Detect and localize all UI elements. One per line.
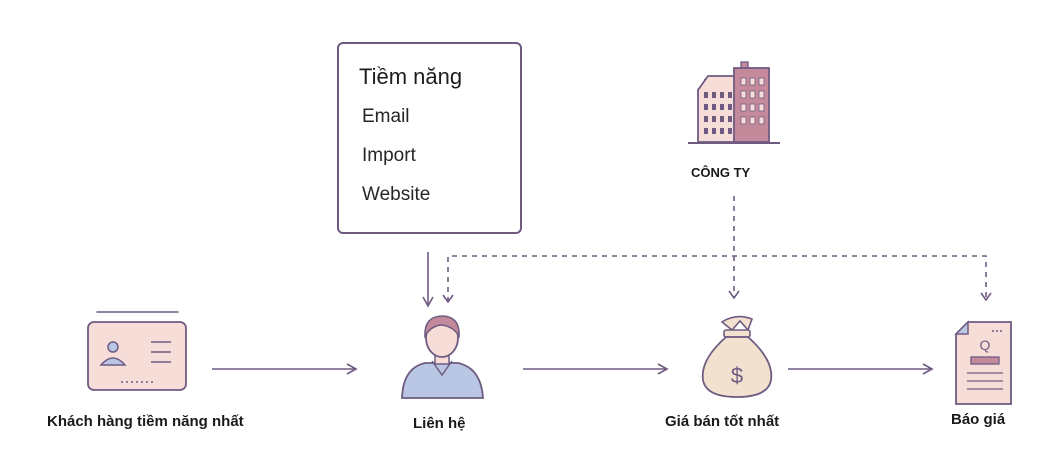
svg-text:Q: Q	[980, 337, 991, 353]
lead-source-import: Import	[362, 145, 416, 166]
dashed-arrowhead-contact	[442, 294, 454, 304]
lead-source-email: Email	[362, 106, 410, 127]
quote-document-icon: Q	[954, 320, 1012, 405]
lead-sources-title: Tiềm năng	[359, 64, 463, 89]
lead-sources-box: Tiềm năng Email Import Website	[337, 42, 522, 234]
flow-label-best-price: Giá bán tốt nhất	[665, 413, 780, 430]
flow-label-prospect: Khách hàng tiềm năng nhất	[47, 413, 244, 430]
flow-label-contact: Liên hệ	[413, 415, 466, 432]
company-label: CÔNG TY	[691, 165, 751, 180]
lead-source-website: Website	[362, 184, 431, 205]
dashed-arrowhead-quote	[980, 292, 992, 302]
person-icon	[401, 315, 484, 399]
id-card-icon	[87, 311, 187, 391]
dashed-company-link	[447, 255, 987, 302]
dashed-arrowhead-price	[728, 290, 740, 300]
office-buildings-icon	[688, 61, 780, 144]
flow-label-quote: Báo giá	[951, 411, 1006, 428]
svg-text:$: $	[731, 363, 743, 388]
money-bag-icon: $	[701, 315, 773, 398]
